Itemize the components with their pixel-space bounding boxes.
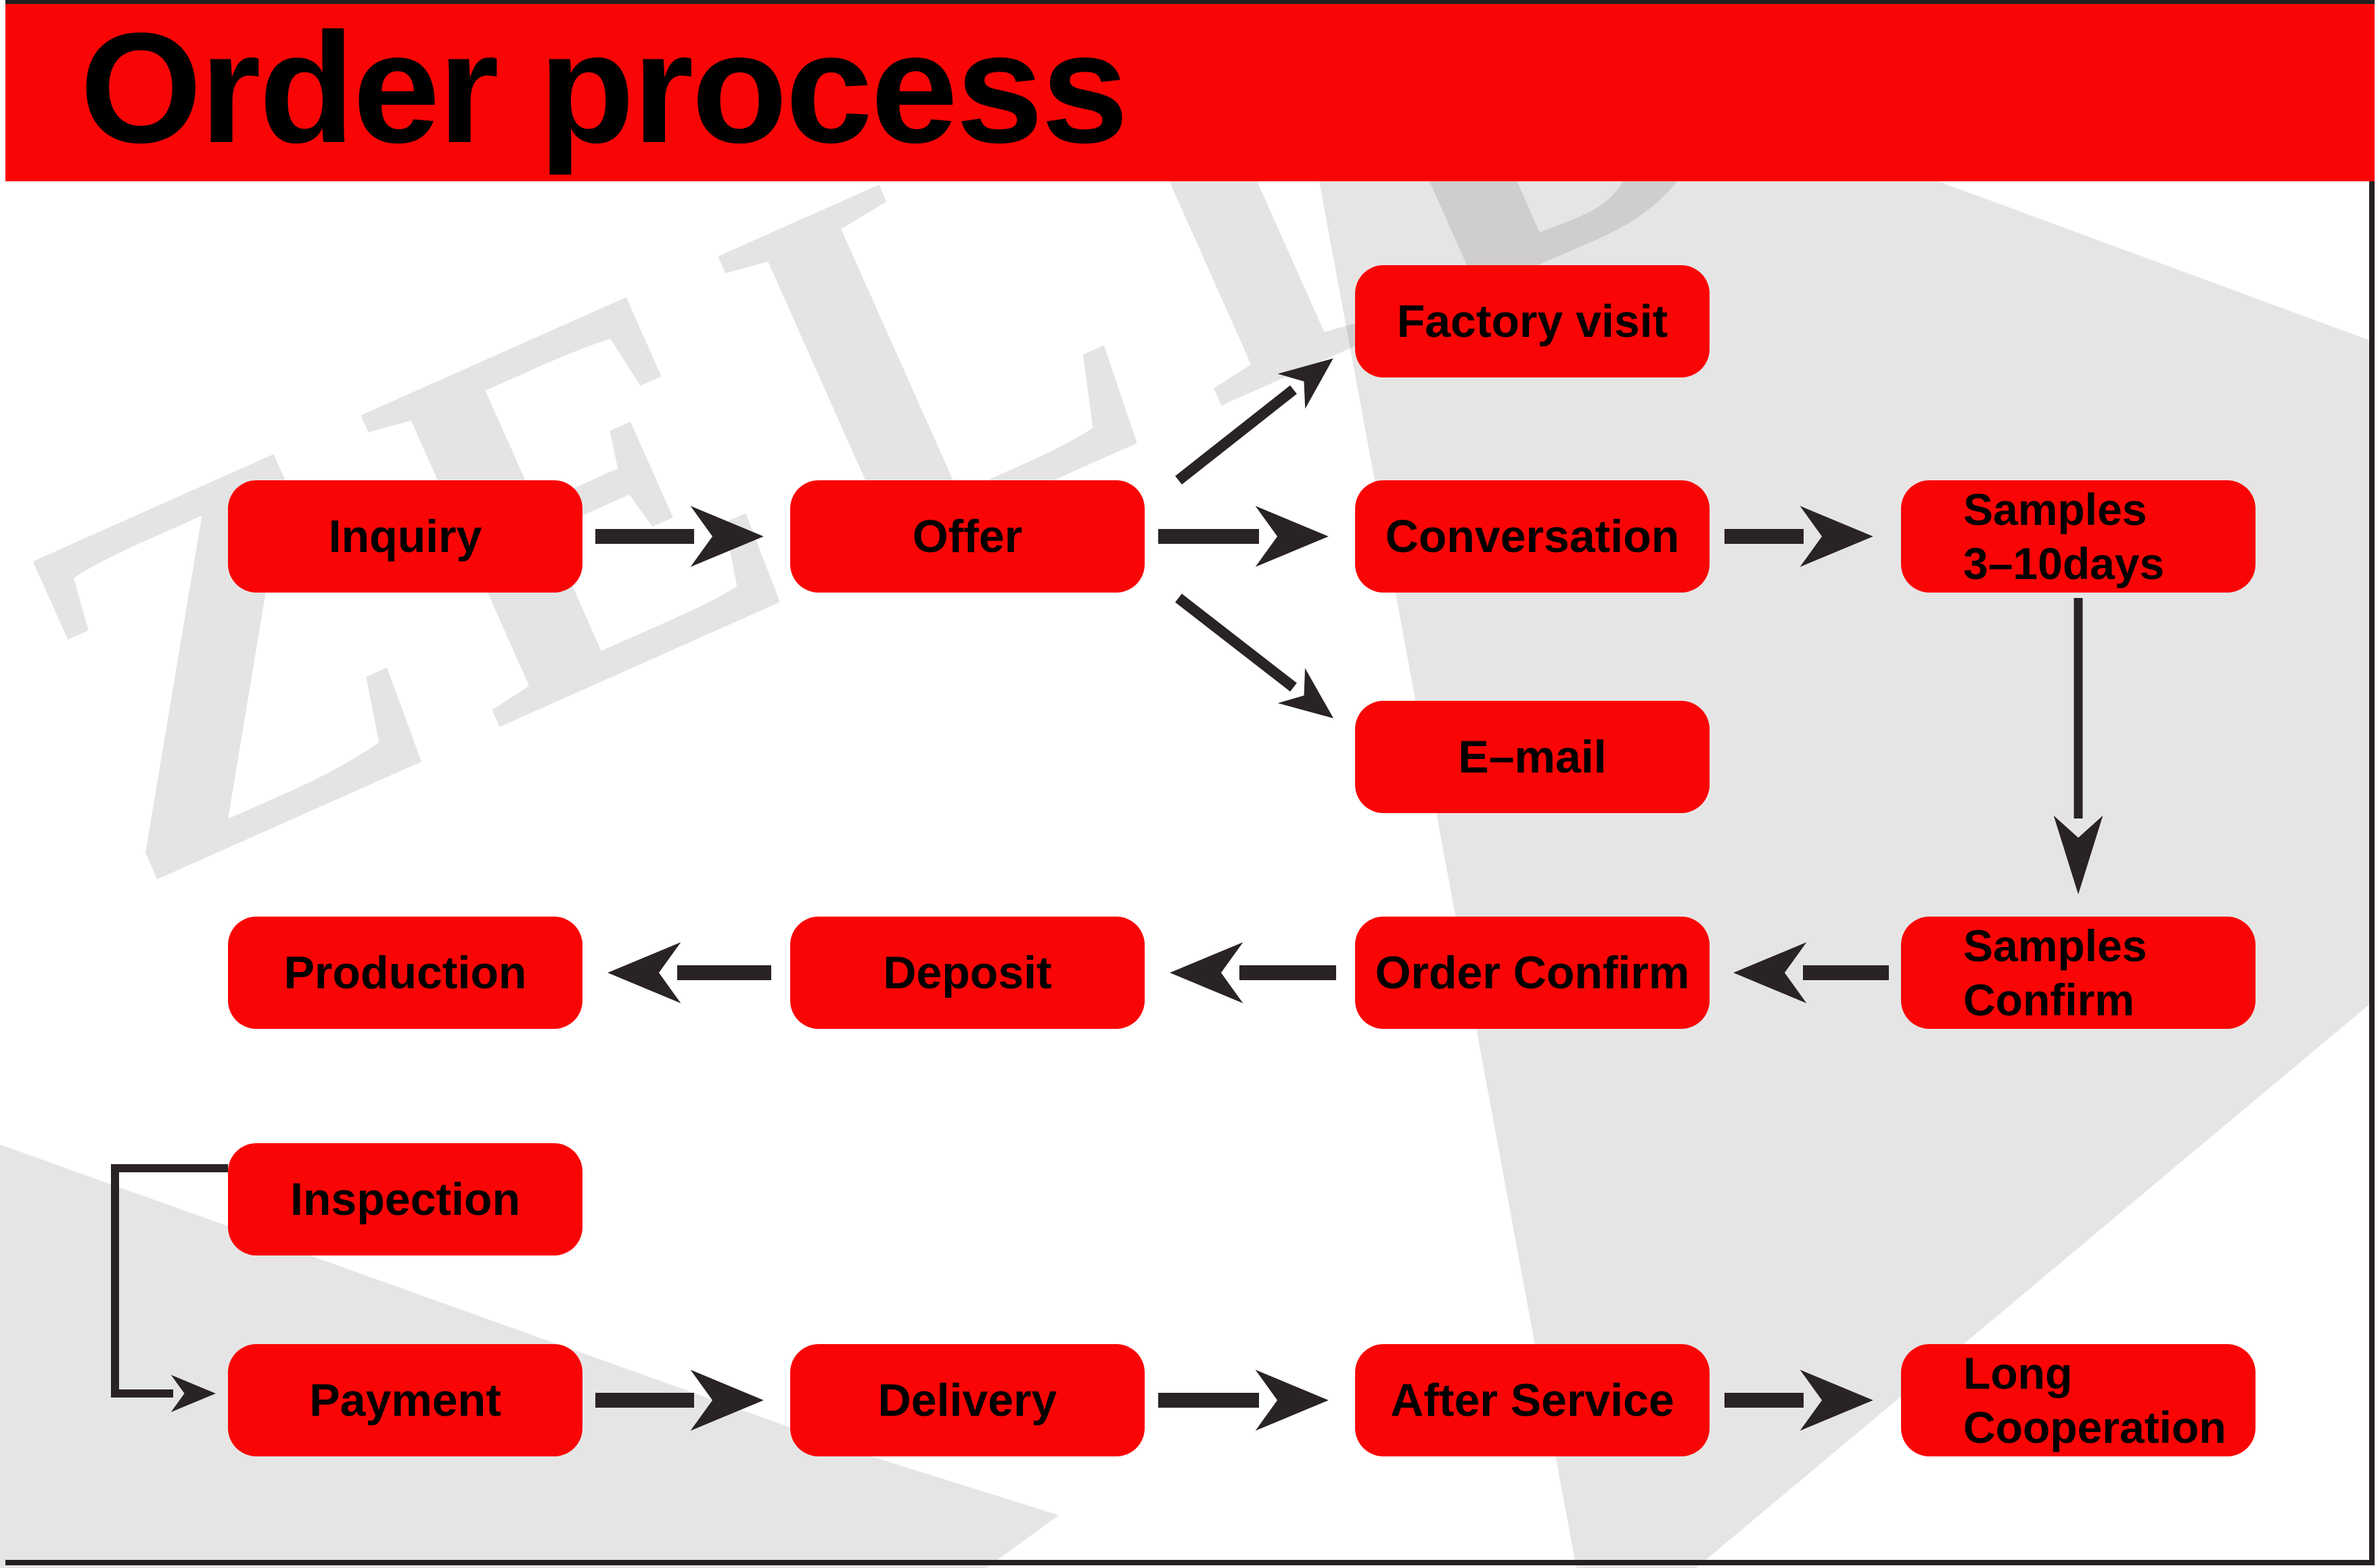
- node-label: Conversation: [1385, 510, 1680, 562]
- node-label-line2: Cooperation: [1963, 1402, 2226, 1452]
- node-label-line1: Samples: [1963, 921, 2147, 971]
- node-label: Deposit: [883, 946, 1052, 998]
- node-inquiry: Inquiry: [228, 480, 582, 593]
- node-label-line1: Samples: [1963, 484, 2147, 534]
- node-label-line1: Long: [1963, 1348, 2073, 1398]
- node-delivery: Delivery: [790, 1344, 1145, 1456]
- node-label: Delivery: [877, 1374, 1057, 1426]
- node-payment: Payment: [228, 1344, 582, 1456]
- node-label: Payment: [309, 1374, 501, 1426]
- node-label: E–mail: [1458, 731, 1607, 783]
- node-after-service: After Service: [1355, 1344, 1710, 1456]
- bottom-border-line: [5, 1560, 2375, 1565]
- node-inspection: Inspection: [228, 1143, 582, 1255]
- node-email: E–mail: [1355, 701, 1710, 813]
- top-border-line: [5, 0, 2375, 4]
- node-label-line2: 3–10days: [1963, 538, 2165, 589]
- node-label: Order Confirm: [1375, 946, 1690, 998]
- node-label: Inspection: [290, 1173, 521, 1225]
- node-factory-visit: Factory visit: [1355, 265, 1710, 377]
- node-production: Production: [228, 917, 582, 1029]
- node-samples-3-10days: Samples 3–10days: [1901, 480, 2256, 593]
- header-banner: Order process: [5, 4, 2375, 181]
- node-label: After Service: [1390, 1374, 1674, 1426]
- right-border-line: [2369, 177, 2375, 1563]
- node-offer: Offer: [790, 480, 1145, 593]
- node-samples-confirm: Samples Confirm: [1901, 917, 2256, 1029]
- node-label: Inquiry: [328, 510, 482, 562]
- page-title: Order process: [80, 1, 1128, 176]
- node-order-confirm: Order Confirm: [1355, 917, 1710, 1029]
- node-label: Offer: [912, 510, 1023, 562]
- node-conversation: Conversation: [1355, 480, 1710, 593]
- node-label-line2: Confirm: [1963, 975, 2134, 1025]
- node-label: Factory visit: [1396, 295, 1668, 347]
- node-deposit: Deposit: [790, 917, 1145, 1029]
- node-label: Production: [283, 946, 527, 998]
- node-long-cooperation: Long Cooperation: [1901, 1344, 2256, 1456]
